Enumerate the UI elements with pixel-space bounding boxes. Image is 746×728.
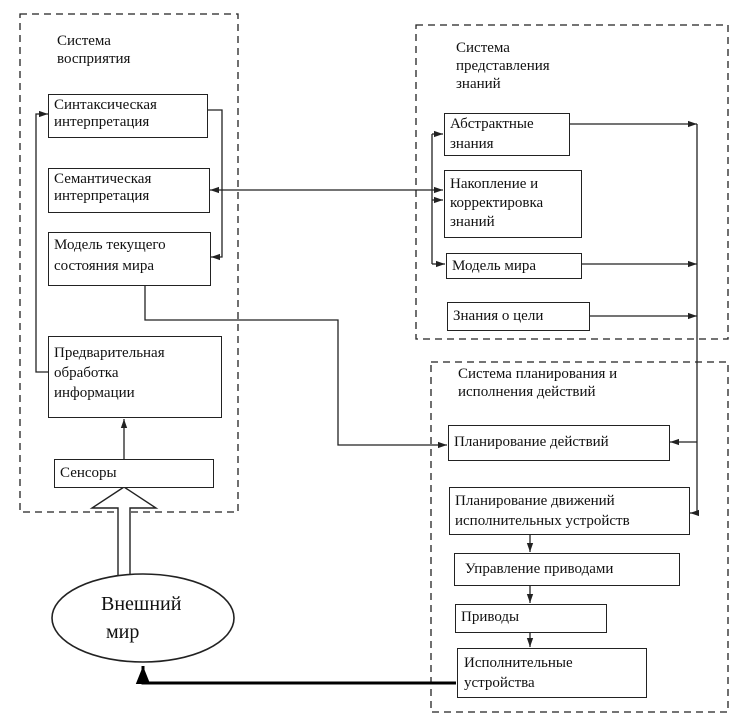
preprocessing-line2: обработка [54,365,119,381]
action-planning-label: Планирование действий [454,434,609,450]
drive-control-label: Управление приводами [465,561,614,577]
world-state-line1: Модель текущего [54,237,166,253]
knowledge-title-line3: знаний [456,76,501,92]
knowledge-accumulation-box: Накопление и корректировка знаний [444,170,582,238]
accumulation-line1: Накопление и [450,176,539,192]
goal-knowledge-box: Знания о цели [447,302,590,331]
abstract-line1: Абстрактные [450,116,534,132]
motion-planning-line1: Планирование движений [455,493,615,509]
preprocessing-line1: Предварительная [54,345,165,361]
semantic-line1: Семантическая [54,171,152,187]
perception-group-frame [19,13,239,513]
motion-planning-line2: исполнительных устройств [455,513,630,529]
preprocessing-box: Предварительная обработка информации [48,336,222,418]
syntactic-line1: Синтаксическая [54,97,157,113]
connector-preprocessing-to-syntactic [35,110,48,373]
external-world-line1: Внешний [101,593,182,615]
planning-title-line1: Система планирования и [458,366,618,382]
accumulation-line2: корректировка [450,195,544,211]
syntactic-line2: интерпретация [54,114,150,130]
perception-title-line2: восприятия [57,51,131,67]
semantic-interpretation-box: Семантическая интерпретация [48,168,210,213]
drives-box: Приводы [455,604,607,633]
motion-planning-box: Планирование движений исполнительных уст… [449,487,690,535]
hollow-arrow-world-to-sensors [89,486,159,585]
connector-syntactic-to-world-state [208,109,223,261]
perception-title-line1: Система [57,33,111,49]
goal-knowledge-label: Знания о цели [453,308,544,324]
planning-group-frame [430,361,729,713]
action-planning-box: Планирование действий [448,425,670,461]
knowledge-group-frame [415,24,729,340]
syntactic-interpretation-box: Синтаксическая интерпретация [48,94,208,138]
connector-world-state-to-action-planning [144,286,447,449]
connector-actuators-to-external-world [135,666,456,685]
semantic-line2: интерпретация [54,188,150,204]
sensors-box: Сенсоры [54,459,214,488]
preprocessing-line3: информации [54,385,135,401]
sensors-label: Сенсоры [60,465,117,481]
external-world-line2: мир [106,621,140,643]
drive-control-box: Управление приводами [454,553,680,586]
world-state-line2: состояния мира [54,258,155,274]
planning-title-line2: исполнения действий [458,384,596,400]
accumulation-line3: знаний [450,214,495,230]
external-world-ellipse [51,573,235,663]
actuators-line2: устройства [464,675,535,691]
abstract-line2: знания [450,136,494,152]
world-model-label: Модель мира [452,258,537,274]
knowledge-title-line2: представления [456,58,550,74]
actuators-box: Исполнительные устройства [457,648,647,698]
drives-label: Приводы [461,609,520,625]
world-state-model-box: Модель текущего состояния мира [48,232,211,286]
world-model-box: Модель мира [446,253,582,279]
actuators-line1: Исполнительные [464,655,573,671]
knowledge-title-line1: Система [456,40,510,56]
abstract-knowledge-box: Абстрактные знания [444,113,570,156]
